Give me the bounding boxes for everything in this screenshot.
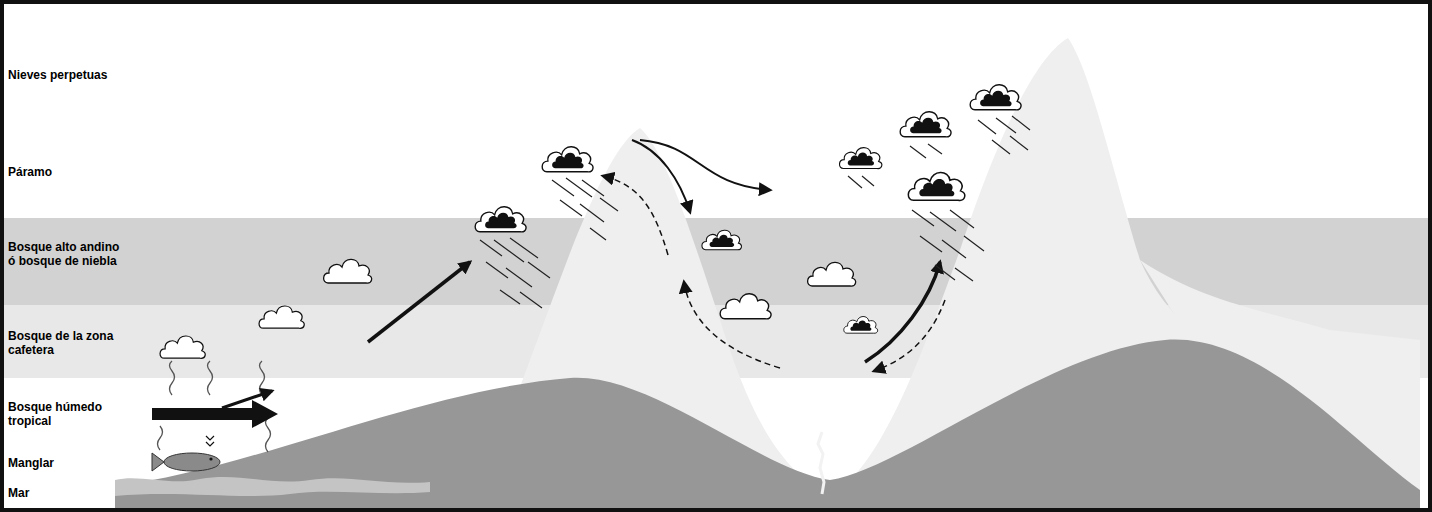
rain-cloud bbox=[702, 230, 742, 250]
rain-lines bbox=[552, 178, 618, 240]
white-cloud bbox=[160, 336, 205, 358]
white-cloud bbox=[720, 294, 771, 319]
snow-mountain bbox=[470, 38, 1330, 512]
rain-lines bbox=[848, 176, 874, 188]
band-label: Manglar bbox=[8, 456, 124, 470]
rain-lines bbox=[912, 210, 984, 281]
fish-body bbox=[164, 453, 220, 471]
altitude-band: Manglar bbox=[0, 442, 1432, 480]
band-label: Mar bbox=[8, 486, 124, 500]
rain-cloud bbox=[839, 148, 881, 169]
band-label: Bosque húmedo tropical bbox=[8, 400, 124, 429]
altitude-band: Bosque húmedo tropical bbox=[0, 378, 1432, 442]
air-flow-arrow bbox=[865, 262, 940, 362]
rain-cloud bbox=[844, 316, 878, 333]
rain-lines bbox=[480, 238, 550, 308]
air-flow-arrow bbox=[684, 282, 780, 368]
air-flow-arrow bbox=[368, 262, 470, 342]
fish-tail bbox=[152, 453, 164, 471]
rain-cloud bbox=[475, 207, 526, 232]
white-cloud bbox=[808, 262, 856, 286]
valley-crack bbox=[818, 432, 824, 494]
snow-mountain bbox=[1140, 260, 1420, 512]
altitude-band: Bosque alto andino ó bosque de niebla bbox=[0, 218, 1432, 305]
altitude-band: Bosque de la zona cafetera bbox=[0, 305, 1432, 378]
rain-cloud bbox=[970, 85, 1021, 110]
rain-cloud bbox=[542, 147, 593, 172]
altitude-band: Páramo bbox=[0, 125, 1432, 218]
band-label: Bosque alto andino ó bosque de niebla bbox=[8, 240, 124, 269]
evaporation-mark bbox=[206, 436, 214, 446]
air-flow-arrow bbox=[640, 140, 770, 190]
rain-cloud bbox=[900, 112, 951, 137]
band-label: Bosque de la zona cafetera bbox=[8, 329, 124, 358]
wind-arrow bbox=[152, 400, 278, 428]
band-label: Nieves perpetuas bbox=[8, 68, 148, 82]
fish-eye bbox=[209, 457, 212, 460]
white-cloud bbox=[259, 306, 304, 328]
air-flow-arrow bbox=[632, 140, 690, 212]
rain-lines bbox=[910, 144, 942, 158]
altitude-band: Mar bbox=[0, 480, 1432, 512]
sea-wave bbox=[115, 477, 430, 496]
air-flow-arrow bbox=[874, 300, 945, 371]
wind-arrow bbox=[222, 391, 272, 408]
air-flow-arrow bbox=[603, 176, 668, 255]
band-label: Páramo bbox=[8, 165, 148, 179]
foothills bbox=[115, 340, 1420, 512]
vapor-line bbox=[158, 361, 271, 452]
white-cloud bbox=[324, 259, 372, 283]
rain-lines bbox=[978, 116, 1030, 154]
rain-cloud bbox=[908, 172, 964, 200]
altitude-band: Nieves perpetuas bbox=[0, 0, 1432, 125]
